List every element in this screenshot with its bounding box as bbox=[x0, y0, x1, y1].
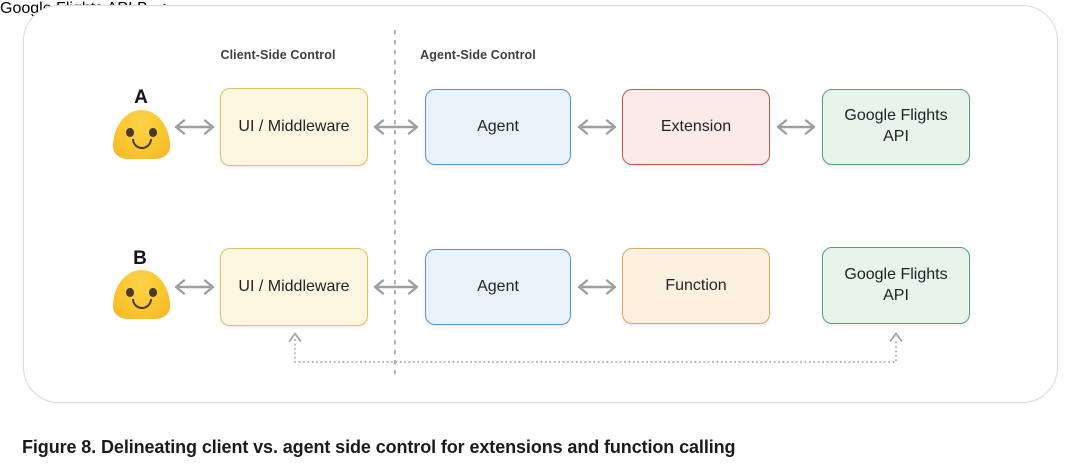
diagram-frame bbox=[23, 5, 1058, 403]
box-label: UI / Middleware bbox=[238, 117, 350, 135]
emoji-eye bbox=[126, 288, 134, 297]
box-label: Extension bbox=[660, 117, 732, 135]
user-b-label: B bbox=[133, 248, 147, 269]
callback-dotted-connector bbox=[288, 328, 906, 377]
box-label: Agent bbox=[477, 117, 519, 135]
box-label: Google Flights API bbox=[844, 107, 948, 145]
bidirectional-arrow-icon bbox=[574, 116, 620, 138]
emoji-eye bbox=[149, 128, 157, 137]
emoji-body bbox=[113, 270, 170, 319]
bidirectional-arrow-icon bbox=[171, 276, 218, 298]
client-side-control-label: Client-Side Control bbox=[220, 48, 336, 62]
control-boundary-divider bbox=[394, 30, 396, 378]
box-ui-middleware-b: UI / Middleware bbox=[220, 248, 368, 326]
box-google-flights-api-b: Google Flights API bbox=[822, 247, 970, 324]
box-agent-b: Agent bbox=[425, 249, 571, 325]
box-ui-middleware-a: UI / Middleware bbox=[220, 88, 368, 166]
user-b-blob-smiley-emoji bbox=[113, 270, 170, 319]
user-a-label: A bbox=[134, 87, 148, 108]
emoji-eye bbox=[126, 128, 134, 137]
box-extension: Extension bbox=[622, 89, 770, 165]
bidirectional-arrow-icon bbox=[574, 276, 620, 298]
box-function: Function bbox=[622, 248, 770, 324]
box-label: UI / Middleware bbox=[238, 277, 350, 295]
user-a-blob-smiley-emoji bbox=[113, 110, 170, 159]
box-label: Google Flights API bbox=[844, 265, 948, 304]
bidirectional-arrow-icon bbox=[171, 116, 218, 138]
up-chevron-arrowhead bbox=[889, 332, 903, 342]
bidirectional-arrow-icon bbox=[773, 116, 819, 138]
box-label: Agent bbox=[477, 277, 519, 295]
bidirectional-arrow-icon bbox=[370, 276, 422, 298]
box-google-flights-api-a: Google Flights API bbox=[822, 89, 970, 165]
emoji-body bbox=[113, 110, 170, 159]
up-chevron-arrowhead bbox=[288, 332, 302, 342]
bidirectional-arrow-icon bbox=[370, 116, 422, 138]
box-agent-a: Agent bbox=[425, 89, 571, 165]
emoji-eye bbox=[149, 288, 157, 297]
box-label: Function bbox=[665, 276, 727, 294]
agent-side-control-label: Agent-Side Control bbox=[420, 48, 536, 62]
figure-caption: Figure 8. Delineating client vs. agent s… bbox=[22, 437, 736, 457]
